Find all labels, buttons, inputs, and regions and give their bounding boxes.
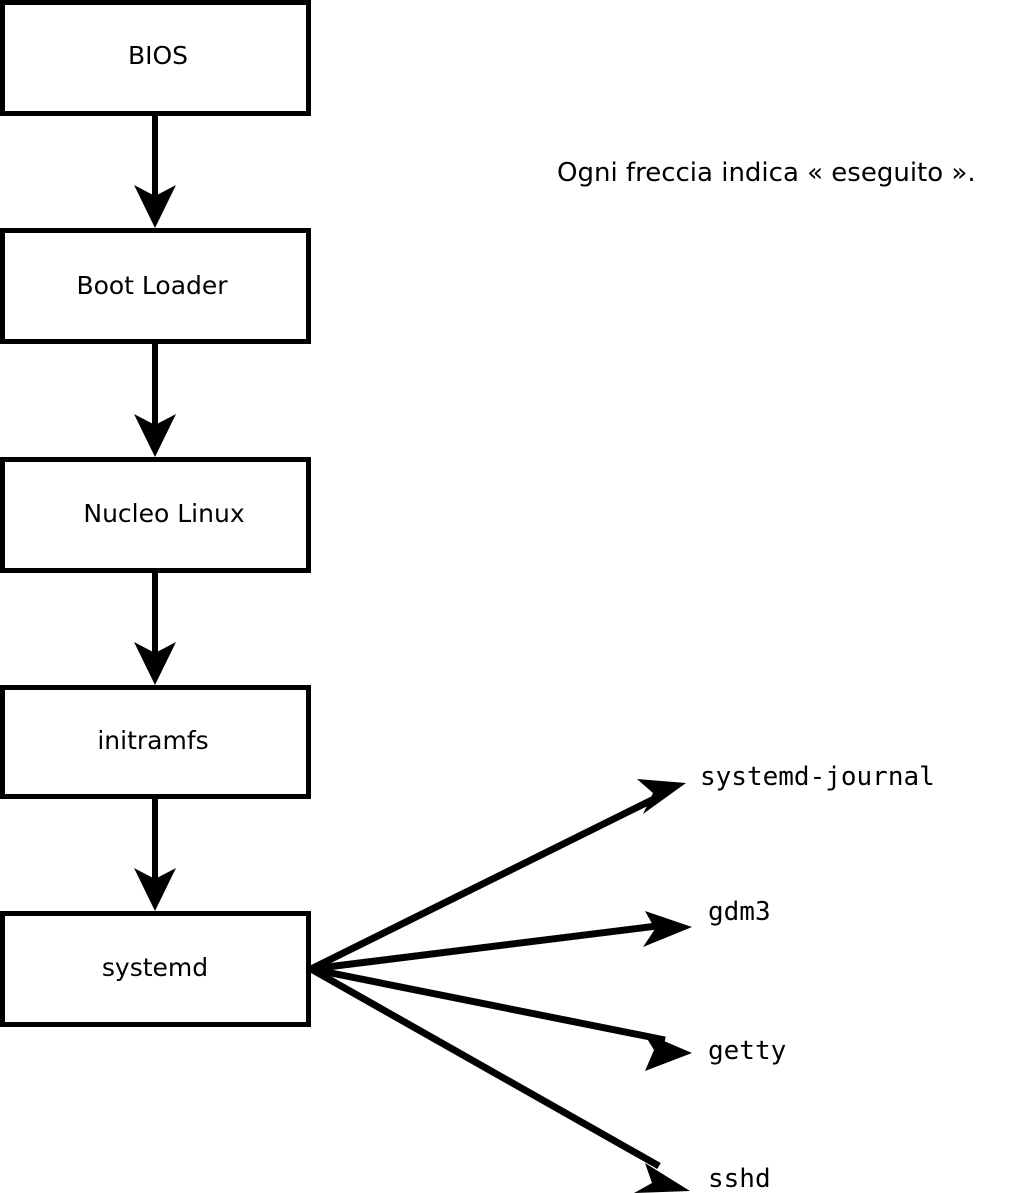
arrow-systemd-to-sshd: [309, 965, 690, 1193]
arrow-initramfs-to-systemd: [134, 797, 176, 911]
node-bios-rect: [0, 0, 311, 116]
legend-note: Ogni freccia indica « eseguito ».: [557, 158, 976, 188]
arrow-kernel-to-initramfs: [134, 571, 176, 685]
node-systemd-rect: [0, 911, 311, 1027]
node-boot-loader-label: Boot Loader: [76, 271, 228, 300]
arrow-head-icon: [637, 779, 686, 814]
service-label-systemd-journal: systemd-journal: [700, 762, 935, 792]
node-bios[interactable]: BIOS: [0, 0, 311, 116]
arrow-head-down-icon: [134, 868, 176, 911]
node-initramfs-label: initramfs: [97, 726, 208, 755]
arrow-head-down-icon: [134, 642, 176, 685]
node-systemd-label: systemd: [102, 953, 208, 982]
node-kernel-label: Nucleo Linux: [83, 499, 244, 528]
node-systemd[interactable]: systemd: [0, 911, 311, 1027]
node-bios-label: BIOS: [128, 41, 188, 70]
node-kernel-rect: [0, 457, 311, 573]
arrow-systemd-to-getty: [310, 965, 692, 1071]
arrow-head-down-icon: [134, 414, 176, 457]
node-boot-loader[interactable]: Boot Loader: [0, 228, 311, 344]
service-label-getty: getty: [708, 1036, 786, 1066]
node-kernel[interactable]: Nucleo Linux: [0, 457, 311, 573]
arrow-head-icon: [634, 1163, 690, 1193]
arrow-head-icon: [643, 1032, 692, 1071]
arrow-bios-to-boot-loader: [134, 113, 176, 228]
arrow-head-icon: [643, 911, 692, 947]
node-initramfs-rect: [0, 685, 311, 799]
arrow-boot-loader-to-kernel: [134, 342, 176, 457]
service-label-gdm3: gdm3: [708, 897, 771, 927]
service-label-sshd: sshd: [708, 1164, 771, 1193]
arrow-systemd-to-systemd-journal: [309, 779, 686, 973]
arrow-head-down-icon: [134, 185, 176, 228]
node-boot-loader-rect: [0, 228, 311, 344]
node-initramfs[interactable]: initramfs: [0, 685, 311, 799]
arrow-systemd-to-gdm3: [310, 911, 692, 973]
